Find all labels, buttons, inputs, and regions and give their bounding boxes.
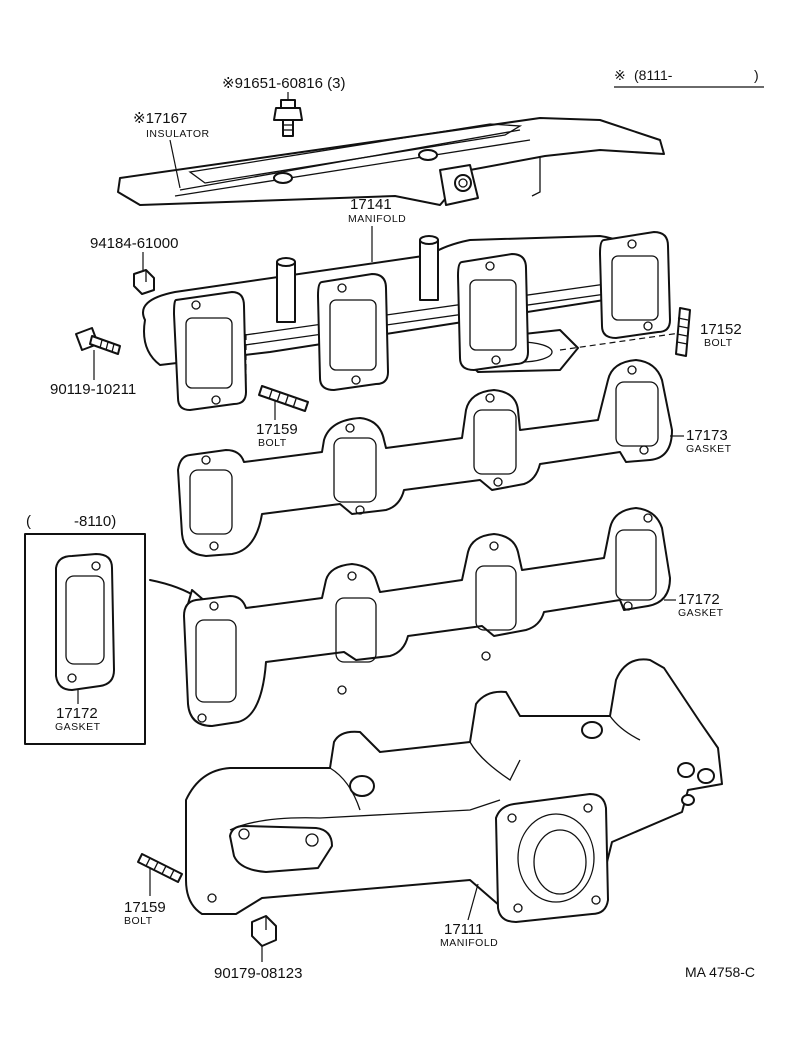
leader-line [559,332,681,351]
bolt-icon [273,99,303,137]
stud-17159-lower-name: BOLT [124,915,153,927]
gasket-17172-number: 17172 [678,591,720,608]
manifold-lower-number: 17111 [444,921,484,938]
leader-line [467,883,479,921]
manifold-upper-number: 17141 [350,196,392,213]
inset-date-open: ( [26,513,31,530]
stud-icon [258,385,309,412]
date-range-close: ) [754,67,759,83]
stud-icon [137,853,183,883]
inset-part-number: 17172 [56,705,98,722]
gasket-17173-name: GASKET [686,443,732,455]
date-range-label: (8111- [634,67,673,83]
insulator-part [117,117,665,206]
bolt-top-number: ※91651-60816 (3) [222,75,346,92]
figure-reference: MA 4758-C [685,964,755,980]
manifold-upper-name: MANIFOLD [348,213,406,225]
gasket-17173-number: 17173 [686,427,728,444]
inset-gasket-box: ( -8110) 17172 GASKET [24,513,146,745]
manifold-lower-part [185,658,723,923]
stud-17152-name: BOLT [704,337,733,349]
manifold-upper-ports [173,231,671,411]
stud-17152-number: 17152 [700,321,742,338]
stud-icon [675,307,691,357]
stud-17159-lower-number: 17159 [124,899,166,916]
nut-icon [251,915,277,947]
manifold-upper-part [142,231,671,411]
bolt-left-number: 90119-10211 [50,381,136,398]
nut-upper-number: 94184-61000 [90,235,178,252]
leader-line [169,139,181,189]
inset-frame [24,533,146,745]
gasket-17173-part [177,359,673,557]
gasket-17172-part [183,507,671,727]
insulator-number: ※17167 [133,110,187,127]
manifold-lower-name: MANIFOLD [440,937,498,949]
insulator-name: INSULATOR [146,128,210,140]
inset-part-name: GASKET [55,721,101,733]
stud-17159-upper-number: 17159 [256,421,298,438]
nut-icon [133,269,155,295]
nut-lower-number: 90179-08123 [214,965,302,982]
bolt-icon [75,327,121,355]
stud-17159-upper-name: BOLT [258,437,287,449]
inset-date-end: -8110) [74,513,116,530]
gasket-17172-name: GASKET [678,607,724,619]
note-mark: ※ [614,67,626,83]
date-range-note: ※ (8111- ) [614,67,764,88]
